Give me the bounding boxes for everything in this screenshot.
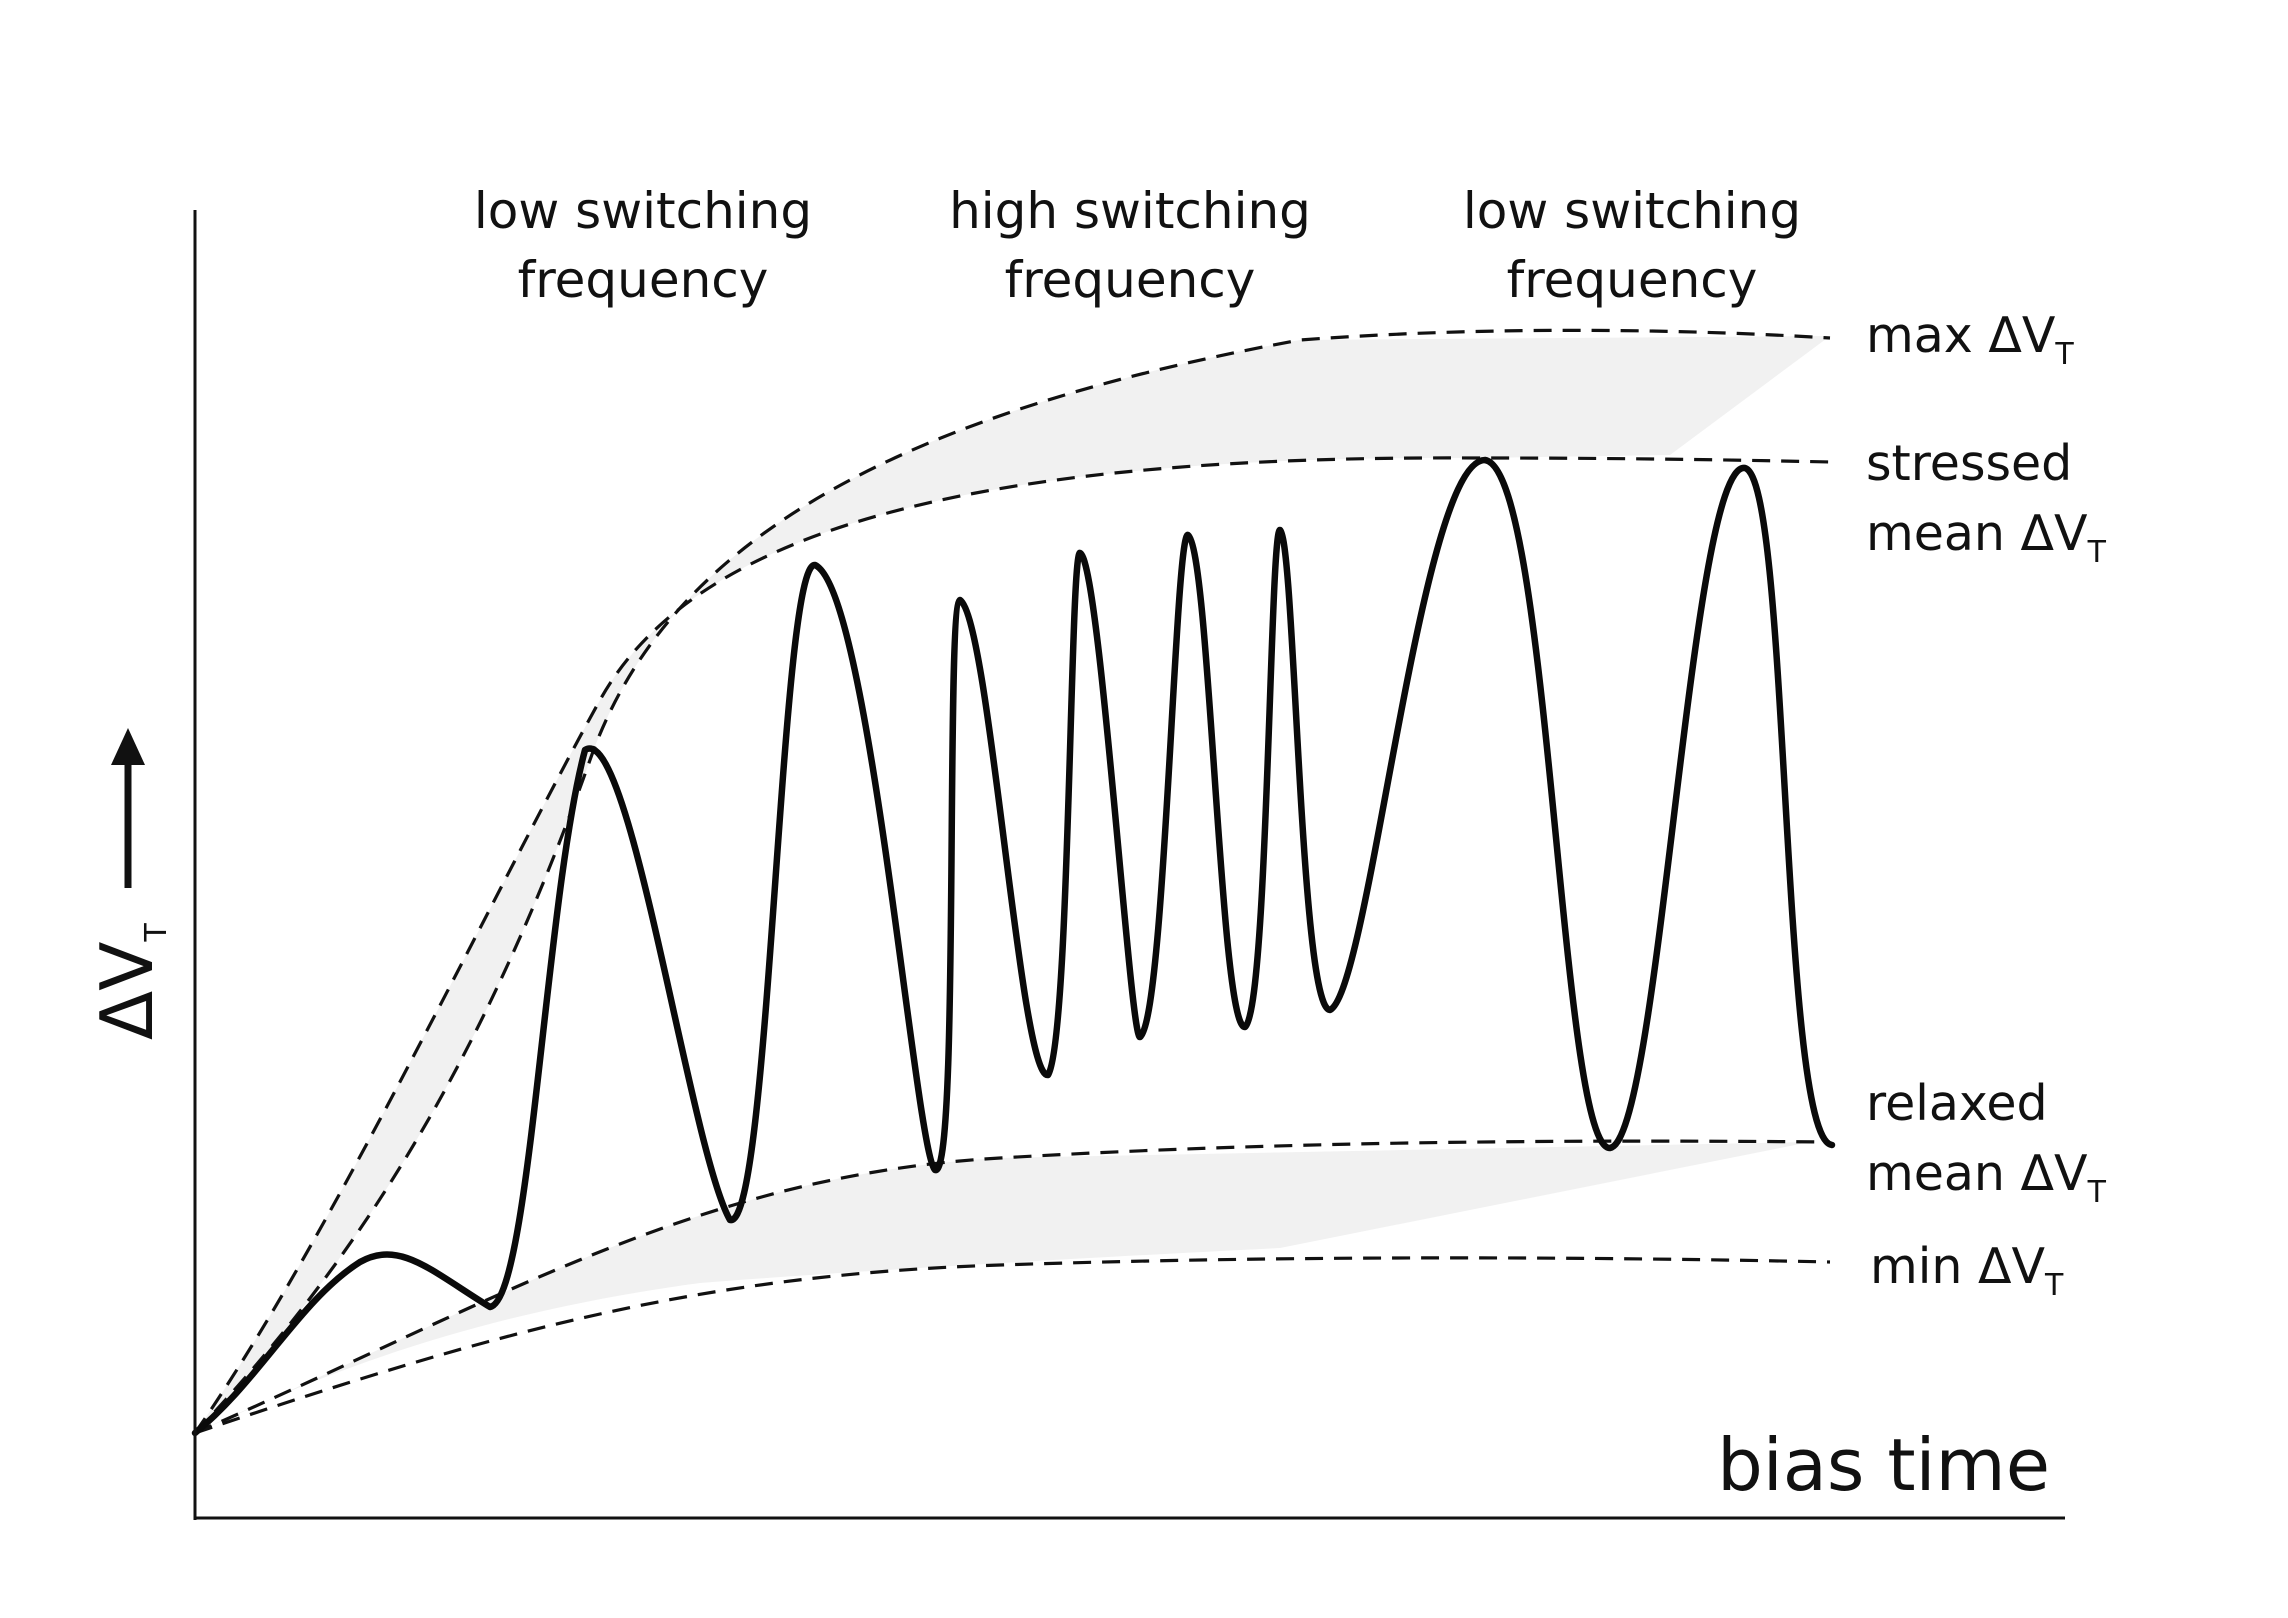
region-label-2-line1: high switching bbox=[949, 182, 1311, 240]
delta-vt-switching-signal bbox=[191, 456, 1836, 1437]
stressed-mean-delta-vt-curve bbox=[193, 456, 1831, 1434]
stressed-curve-label-line2: mean ΔVT bbox=[1866, 505, 2107, 570]
upper-band-shading bbox=[195, 336, 1830, 1433]
relaxed-curve-label-line1: relaxed bbox=[1866, 1075, 2048, 1132]
min-delta-vt-curve bbox=[194, 1256, 1831, 1435]
lower-band-shading bbox=[195, 1142, 1810, 1433]
region-label-3-line1: low switching bbox=[1463, 182, 1801, 240]
relaxed-curve-label-line2: mean ΔVT bbox=[1866, 1145, 2107, 1210]
region-label-1-line1: low switching bbox=[474, 182, 812, 240]
region-label-3-line2: frequency bbox=[1507, 251, 1758, 309]
max-delta-vt-curve bbox=[193, 328, 1831, 1435]
y-axis-label-group: ΔVT bbox=[85, 922, 174, 1040]
max-curve-label: max ΔVT bbox=[1866, 307, 2074, 372]
y-axis-label: ΔVT bbox=[85, 922, 174, 1040]
y-arrow-icon bbox=[111, 728, 145, 765]
region-label-1-line2: frequency bbox=[518, 251, 769, 309]
min-curve-label: min ΔVT bbox=[1870, 1238, 2064, 1303]
relaxed-mean-delta-vt-curve bbox=[194, 1139, 1831, 1435]
stressed-curve-label-line1: stressed bbox=[1866, 435, 2072, 492]
region-label-2-line2: frequency bbox=[1005, 251, 1256, 309]
x-axis-label: bias time bbox=[1717, 1423, 2050, 1507]
